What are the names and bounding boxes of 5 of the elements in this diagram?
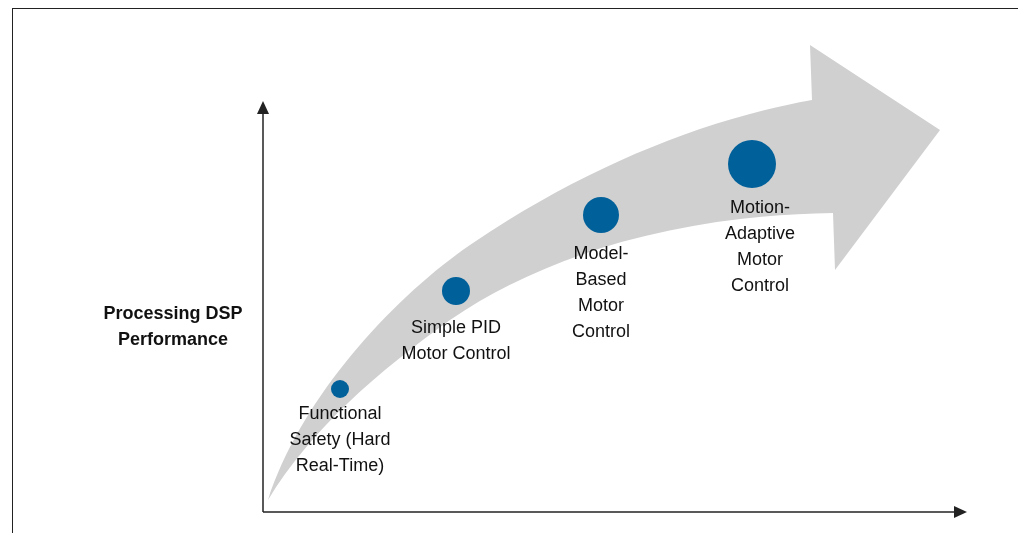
- axis-label: Processing DSP Performance: [102, 302, 244, 351]
- milestone-label: Model-Based Motor Control: [571, 242, 631, 343]
- milestone-label: Simple PID Motor Control: [400, 316, 512, 365]
- milestone-label: Functional Safety (Hard Real-Time): [288, 402, 392, 477]
- milestone-label: Motion-Adaptive Motor Control: [723, 196, 797, 297]
